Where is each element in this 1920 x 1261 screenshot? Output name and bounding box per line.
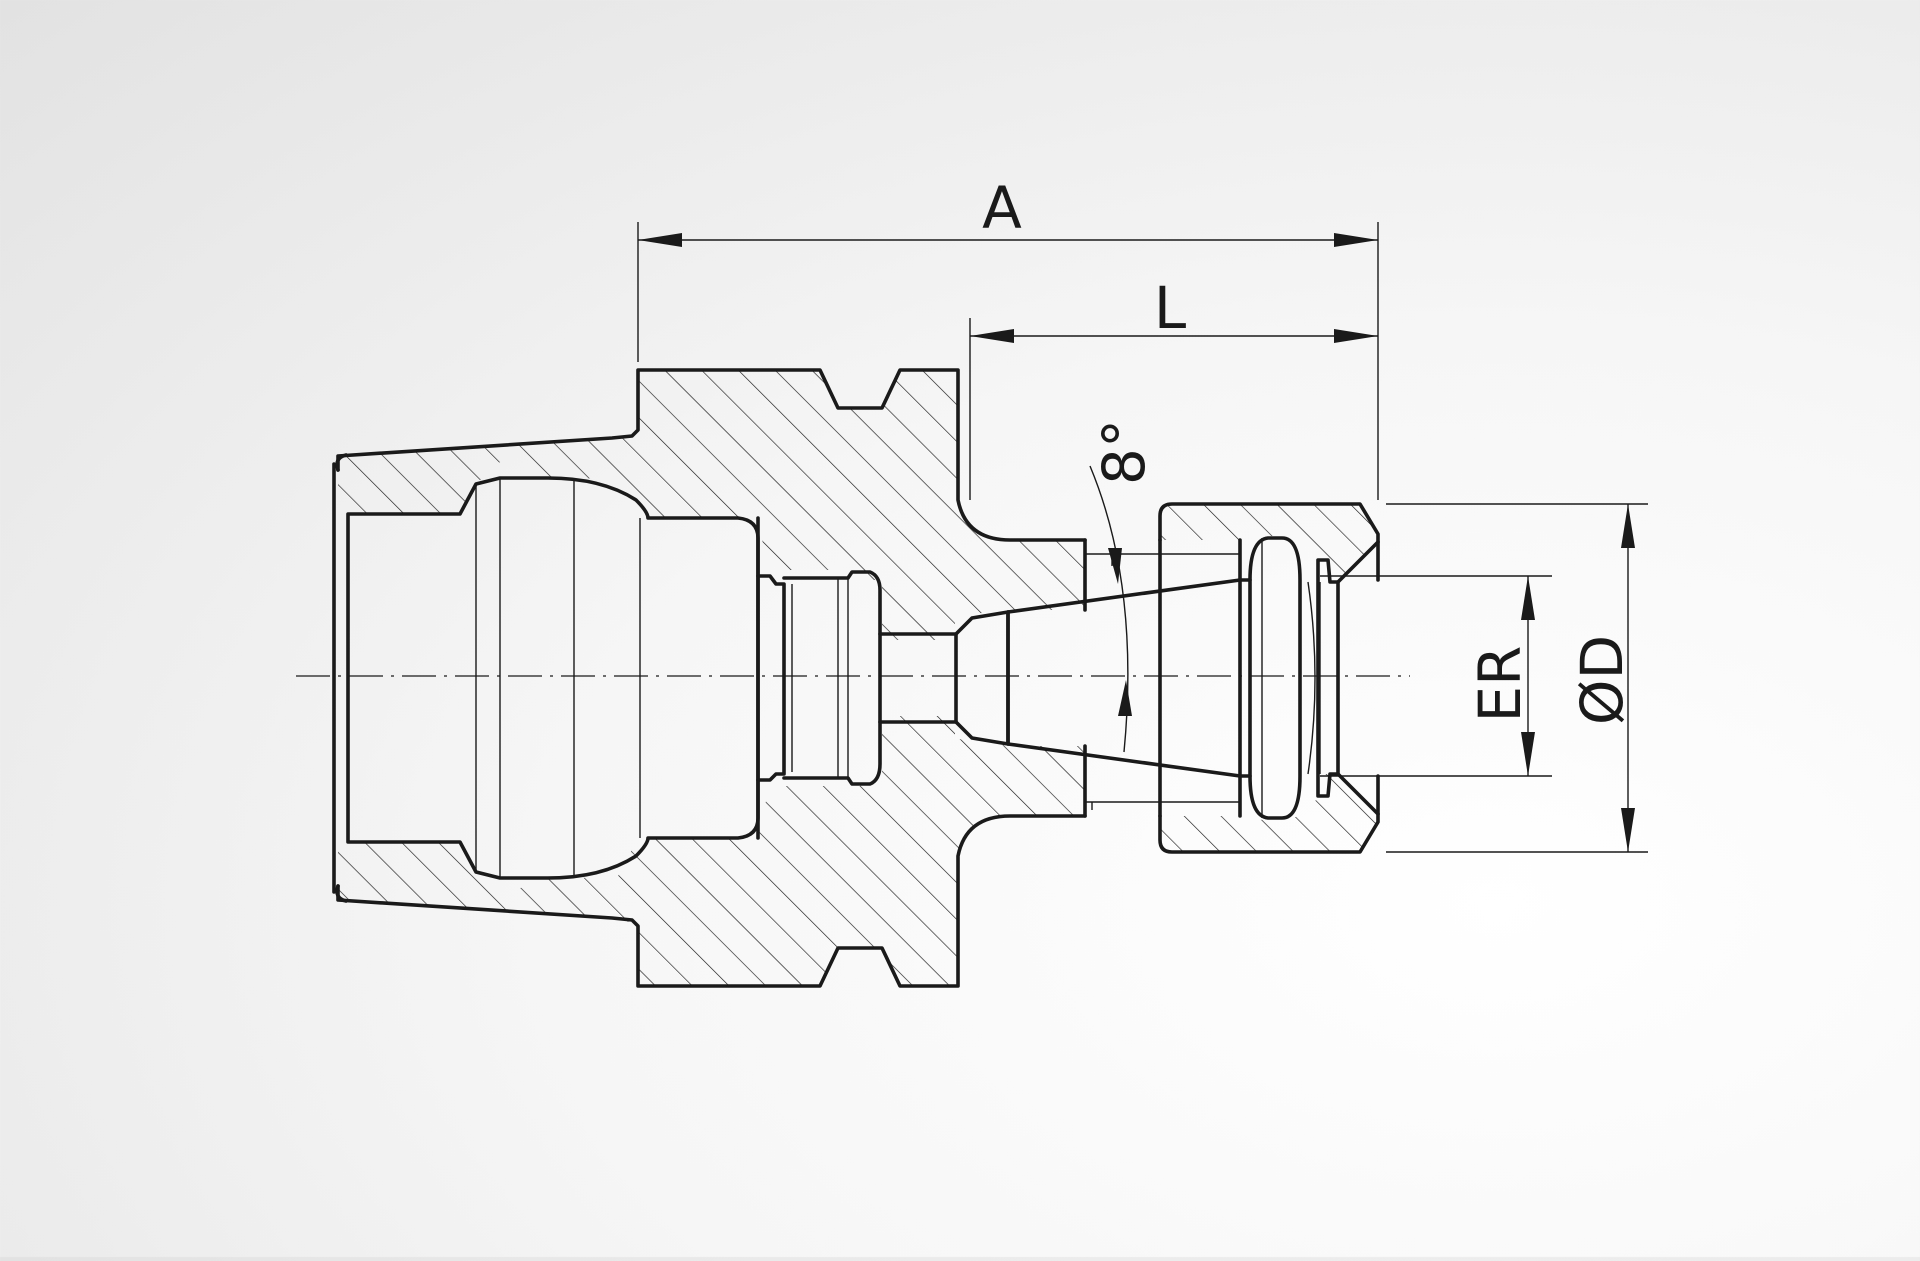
dimension-l: L bbox=[969, 274, 1378, 500]
dimension-label-er: ER bbox=[1466, 646, 1534, 723]
dimension-label-diameter-d: ØD bbox=[1568, 635, 1636, 725]
dimension-label-a: A bbox=[982, 174, 1022, 242]
dimension-label-taper-angle: 8° bbox=[1090, 419, 1158, 485]
dimension-taper-angle: 8° bbox=[1089, 419, 1158, 753]
body-section-hatching bbox=[338, 370, 1378, 986]
dimension-a: A bbox=[637, 174, 1379, 500]
body-outline bbox=[332, 368, 1380, 988]
dimension-diameter-d: ØD bbox=[1386, 503, 1648, 853]
dimension-label-l: L bbox=[1154, 274, 1186, 342]
dimension-er: ER bbox=[1320, 575, 1552, 777]
